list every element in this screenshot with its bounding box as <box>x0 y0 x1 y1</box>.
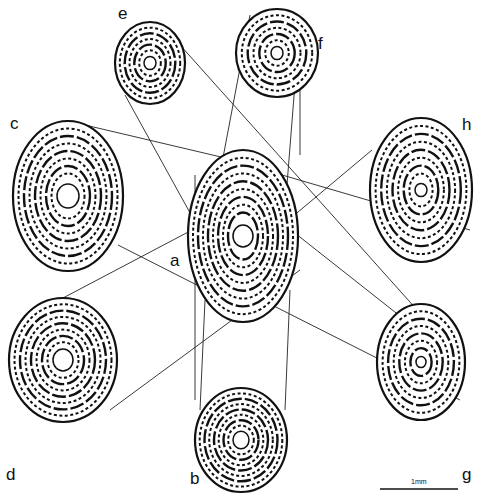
growth-ring <box>200 393 283 486</box>
growth-ring <box>209 404 273 476</box>
cross-section <box>370 118 472 262</box>
cross-section <box>188 150 298 322</box>
outer-ring <box>9 298 117 422</box>
growth-ring <box>37 330 90 391</box>
growth-ring <box>228 426 254 455</box>
panel-letter: c <box>10 115 19 132</box>
growth-ring <box>134 45 165 82</box>
cross-section <box>115 22 185 104</box>
outer-ring <box>13 121 123 271</box>
growth-ring <box>388 319 454 406</box>
panel-letter: f <box>318 35 323 52</box>
growth-ring <box>254 28 301 78</box>
growth-ring <box>24 136 112 256</box>
growth-ring <box>213 189 273 283</box>
cross-section <box>377 304 465 420</box>
growth-ring <box>242 15 312 90</box>
growth-ring <box>19 129 118 264</box>
growth-ring <box>31 323 95 396</box>
core <box>233 225 253 247</box>
outer-ring <box>195 388 287 492</box>
cross-section <box>13 121 123 271</box>
growth-ring <box>259 34 294 72</box>
growth-ring <box>224 420 259 460</box>
growth-ring <box>376 126 467 254</box>
growth-ring <box>214 410 268 471</box>
cross-section <box>236 9 318 97</box>
panel-letter: g <box>462 466 471 483</box>
growth-ring <box>130 39 171 87</box>
outer-ring <box>377 304 465 420</box>
growth-ring <box>26 317 101 403</box>
growth-ring <box>35 151 101 241</box>
panel-letter: b <box>190 470 199 487</box>
projection-line <box>285 290 290 410</box>
cross-section <box>9 298 117 422</box>
growth-ring <box>15 304 112 415</box>
growth-ring <box>193 158 293 314</box>
panel-letter: d <box>6 466 15 483</box>
growth-ring <box>20 311 106 410</box>
growth-ring <box>265 40 289 65</box>
core <box>271 46 283 59</box>
growth-ring <box>42 336 84 384</box>
growth-ring <box>198 166 288 307</box>
growth-ring <box>48 342 79 378</box>
outer-ring <box>236 9 318 97</box>
growth-ring <box>248 22 307 85</box>
outer-ring <box>188 150 298 322</box>
growth-ring <box>125 33 176 92</box>
outer-ring <box>115 22 185 104</box>
growth-ring <box>398 158 444 223</box>
cross-section <box>195 388 287 492</box>
panel-letter: h <box>462 116 471 133</box>
growth-ring <box>223 205 263 268</box>
growth-ring <box>52 174 85 219</box>
growth-ring <box>399 333 442 390</box>
core <box>416 357 426 368</box>
growth-ring <box>120 28 180 99</box>
growth-ring <box>410 348 431 376</box>
growth-ring <box>383 311 460 412</box>
projection-line <box>200 300 205 410</box>
growth-ring <box>409 174 432 207</box>
core <box>233 431 249 449</box>
core <box>53 349 73 371</box>
growth-ring <box>219 415 264 465</box>
growth-ring <box>46 166 90 226</box>
outer-ring <box>370 118 472 262</box>
growth-ring <box>381 134 461 246</box>
growth-ring <box>387 142 455 238</box>
core <box>144 56 156 69</box>
core <box>415 183 427 196</box>
growth-ring <box>393 150 450 230</box>
growth-ring <box>139 50 161 75</box>
growth-ring <box>203 174 283 299</box>
panel-letter: e <box>118 5 127 22</box>
growth-ring <box>404 166 439 215</box>
panel-letter: a <box>170 252 179 269</box>
growth-ring <box>30 144 107 249</box>
growth-ring <box>205 399 278 482</box>
growth-ring <box>405 341 437 384</box>
growth-ring <box>208 181 278 290</box>
scale-bar <box>380 488 458 490</box>
growth-ring <box>41 159 96 234</box>
growth-ring <box>394 326 449 398</box>
scale-label: 1mm <box>410 478 428 485</box>
core <box>57 184 79 208</box>
growth-ring <box>228 213 258 260</box>
growth-ring <box>218 197 268 275</box>
